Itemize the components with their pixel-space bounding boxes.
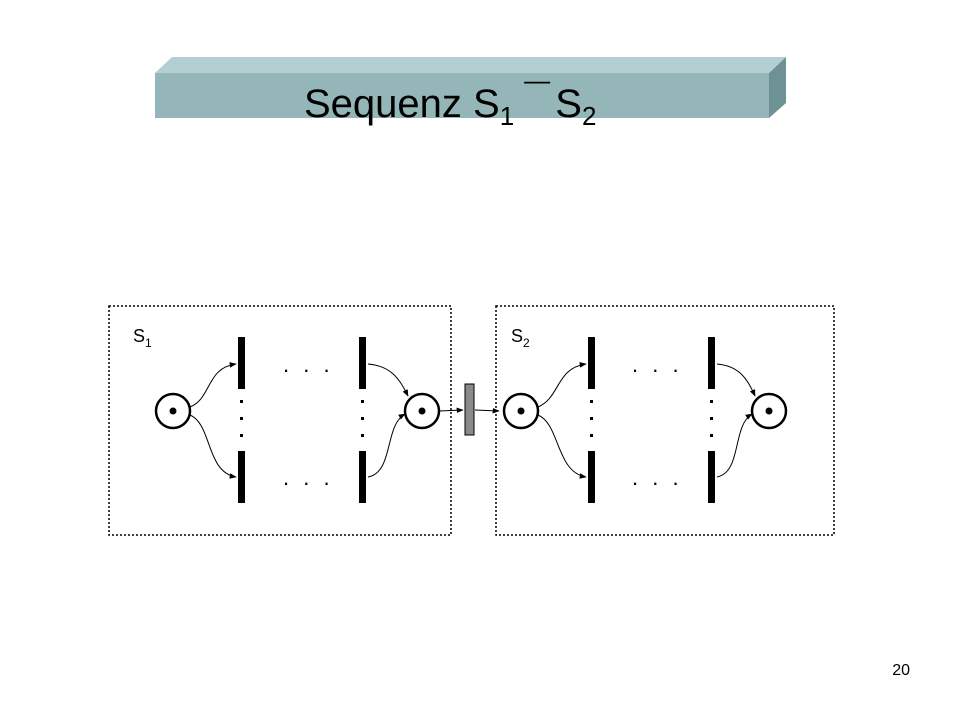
title-operator: — [524,65,550,95]
page-number: 20 [892,662,910,679]
s2-ellipsis-top: . . . [632,352,683,377]
subnet-s1-label-main: S [133,326,145,346]
s2-start-token [517,407,525,415]
s1-arc-bottom-to-end [367,413,406,478]
title-banner: Sequenz S1 — S2 [155,57,786,131]
s2-arc-start-to-top [537,362,587,408]
s1-vertical-dots-left [240,400,243,437]
title-main: Sequenz S [304,82,500,126]
s1-arc-top-to-end [367,363,409,397]
s1-transition-top-right [359,337,366,389]
subnet-s2-label: S2 [511,326,530,350]
s1-transition-bottom-left [238,451,245,503]
s1-ellipsis-top: . . . [283,352,334,377]
s2-transition-bottom-right [708,451,715,503]
title-sub-2: 2 [582,101,596,131]
s2-arc-start-to-bottom [537,414,587,479]
s2-arc-top-to-end [716,363,756,397]
banner-front-face [155,73,769,118]
s1-vertical-dots-right [361,400,364,437]
subnet-s1-label-sub: 1 [145,336,152,350]
subnet-s1-label: S1 [133,326,152,350]
s2-transition-bottom-left [588,451,595,503]
s2-vertical-dots-right [710,400,713,437]
subnet-s1-boundary [108,305,452,536]
banner-side-face [769,57,786,118]
s1-arc-start-to-bottom [189,414,237,479]
subnet-s2: S2 . . . . . . [495,305,835,536]
connector-arc-out [474,407,500,414]
subnet-s2-label-main: S [511,326,523,346]
sequence-connector [438,383,500,436]
s1-transition-bottom-right [359,451,366,503]
subnet-s2-boundary [495,305,835,536]
s2-ellipsis-bottom: . . . [632,465,683,490]
s1-transition-top-left [238,337,245,389]
s1-end-token [418,407,426,415]
s2-end-token [765,407,773,415]
title-mid: S [544,82,582,126]
banner-top-face [155,57,786,73]
s2-arc-bottom-to-end [716,413,753,478]
s2-vertical-dots-left [590,400,593,437]
s1-arc-start-to-top [189,362,237,408]
subnet-s1: S1 . . . . . . [108,305,452,536]
title-sub-1: 1 [500,101,514,131]
subnet-s2-label-sub: 2 [523,336,530,350]
s1-start-token [169,407,177,415]
s2-transition-top-right [708,337,715,389]
connector-arc-in [438,407,464,414]
s2-transition-top-left [588,337,595,389]
page-title: Sequenz S1 — S2 [304,65,596,131]
s1-ellipsis-bottom: . . . [283,465,334,490]
connector-transition [464,383,475,436]
